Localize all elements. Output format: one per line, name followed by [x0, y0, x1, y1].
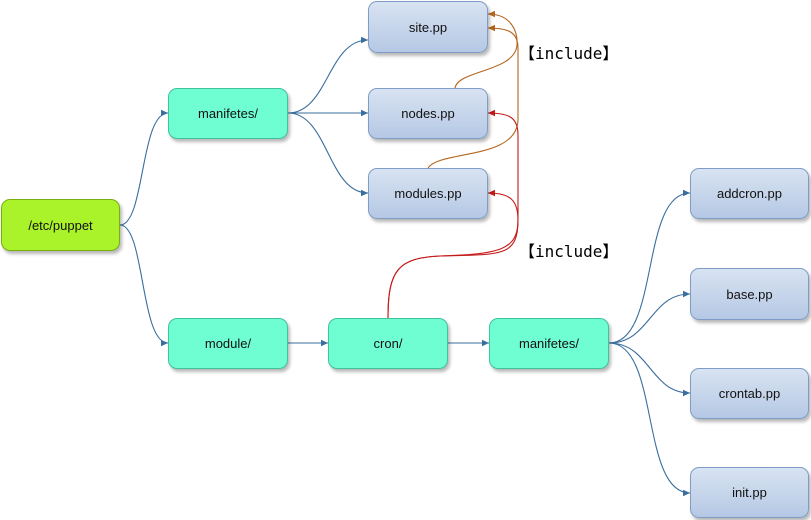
node-crontab-pp-label: crontab.pp [718, 386, 781, 401]
node-etc-puppet[interactable]: /etc/puppet [1, 199, 120, 251]
node-base-pp[interactable]: base.pp [690, 268, 809, 320]
include-edge-nodes-to-site [454, 10, 518, 89]
include-label-bottom: 【include】 [519, 242, 619, 261]
edge-etc-to-module [119, 224, 169, 347]
edge-cron-manifests-to-addcron [608, 189, 691, 344]
node-etc-puppet-label: /etc/puppet [28, 217, 93, 233]
edge-manifests-to-modules [287, 112, 369, 197]
node-crontab-pp[interactable]: crontab.pp [690, 368, 809, 419]
include-edge-modules-to-site [427, 24, 519, 169]
edge-cron-manifests-to-crontab [608, 342, 691, 397]
node-init-pp[interactable]: init.pp [690, 467, 809, 518]
include-label-top: 【include】 [519, 44, 619, 63]
node-manifests-top[interactable]: manifetes/ [168, 88, 288, 139]
node-site-pp[interactable]: site.pp [368, 1, 488, 53]
node-manifests-cron[interactable]: manifetes/ [489, 318, 609, 369]
node-modules-pp[interactable]: modules.pp [368, 168, 488, 219]
edge-cron-manifests-to-base [608, 290, 691, 344]
node-cron[interactable]: cron/ [328, 318, 448, 369]
include-edge-cron-to-modules [387, 189, 519, 319]
node-module-label: module/ [204, 336, 252, 351]
node-addcron-pp-label: addcron.pp [716, 186, 783, 201]
node-base-pp-label: base.pp [726, 286, 773, 302]
node-modules-pp-label: modules.pp [394, 186, 462, 201]
node-init-pp-label: init.pp [732, 485, 767, 500]
node-manifests-top-label: manifetes/ [198, 106, 258, 121]
node-nodes-pp-label: nodes.pp [401, 106, 455, 121]
edge-etc-to-manifests [119, 109, 169, 226]
node-nodes-pp[interactable]: nodes.pp [368, 88, 488, 139]
node-site-pp-label: site.pp [408, 19, 448, 35]
edge-cron-manifests-to-init [608, 342, 691, 497]
node-module[interactable]: module/ [168, 318, 288, 369]
node-addcron-pp[interactable]: addcron.pp [690, 168, 809, 219]
node-cron-label: cron/ [373, 336, 403, 351]
node-manifests-cron-label: manifetes/ [519, 336, 579, 351]
edge-manifests-to-site [287, 36, 369, 114]
